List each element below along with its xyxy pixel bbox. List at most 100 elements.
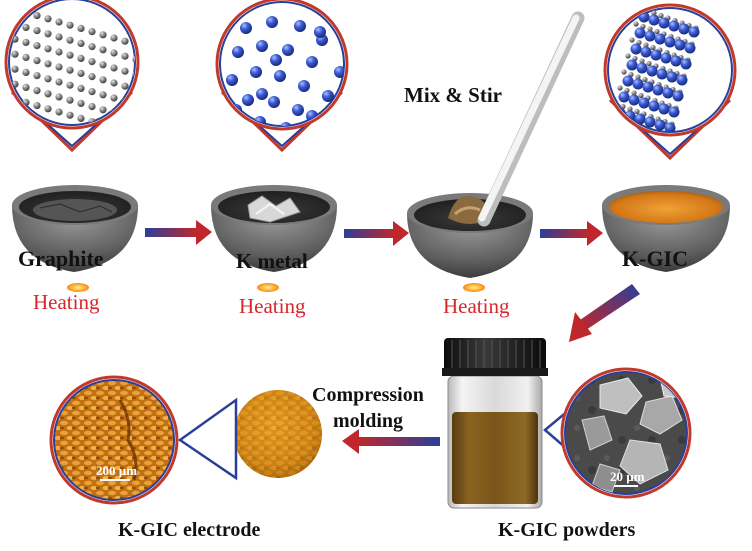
carbon-atom	[631, 90, 637, 96]
carbon-atom	[132, 115, 135, 124]
carbon-atom	[654, 28, 660, 35]
carbon-atom	[132, 161, 139, 168]
mix-bowl	[407, 193, 533, 278]
potassium-atom	[298, 80, 310, 92]
carbon-atom	[55, 33, 63, 41]
label-heating-3: Heating	[443, 294, 510, 318]
potassium-atom	[672, 90, 684, 102]
potassium-atom	[626, 59, 638, 71]
carbon-atom	[66, 36, 74, 44]
carbon-atom	[22, 113, 30, 121]
potassium-atom	[242, 94, 254, 106]
carbon-atom	[627, 106, 633, 112]
carbon-atom	[88, 148, 95, 155]
carbon-atom	[55, 18, 63, 26]
carbon-atom	[22, 83, 30, 91]
potassium-atom	[292, 104, 304, 116]
arrow-k-to-mix	[344, 221, 409, 246]
carbon-atom	[121, 82, 129, 90]
flame-icon	[463, 283, 485, 292]
carbon-atom	[658, 12, 664, 19]
carbon-atom	[22, 38, 30, 47]
carbon-atom	[88, 58, 96, 66]
potassium-atom	[680, 58, 692, 70]
carbon-atom	[77, 84, 85, 92]
carbon-atom	[121, 158, 128, 165]
flame-icon	[257, 283, 279, 292]
potassium-atom	[306, 56, 318, 68]
arrow-kgic-to-powder	[569, 284, 640, 342]
carbon-atom	[22, 68, 30, 76]
carbon-atom	[639, 58, 645, 64]
potassium-atom	[256, 40, 268, 52]
carbon-atom	[88, 73, 96, 81]
carbon-atom	[11, 65, 19, 73]
carbon-atom	[143, 74, 150, 81]
carbon-atom	[66, 21, 74, 29]
label-powders: K-GIC powders	[498, 519, 636, 541]
carbon-atom	[616, 119, 622, 126]
potassium-atom	[618, 91, 630, 103]
carbon-atom	[55, 108, 63, 116]
potassium-atom	[268, 96, 280, 108]
carbon-atom	[0, 2, 7, 9]
potassium-atom	[634, 113, 646, 125]
carbon-atom	[132, 146, 139, 153]
potassium-atom	[656, 68, 668, 80]
carbon-atom	[44, 15, 52, 23]
carbon-atom	[110, 139, 117, 146]
potassium-atom	[636, 62, 648, 74]
graphite-magnifier	[0, 0, 150, 168]
carbon-atom	[99, 46, 107, 54]
carbon-atom	[44, 30, 52, 38]
carbon-atom	[55, 93, 63, 101]
carbon-atom	[121, 37, 129, 45]
carbon-atom	[33, 42, 41, 50]
carbon-atom	[110, 154, 117, 161]
potassium-atom	[684, 42, 696, 54]
carbon-atom	[0, 17, 7, 24]
potassium-atom	[642, 81, 654, 93]
carbon-atom	[132, 55, 135, 64]
carbon-atom	[651, 10, 657, 16]
potassium-atom	[628, 94, 640, 106]
potassium-atom	[630, 43, 642, 55]
carbon-atom	[633, 21, 639, 27]
label-compression: Compression	[312, 384, 424, 406]
carbon-atom	[99, 106, 107, 114]
carbon-atom	[110, 79, 118, 87]
carbon-atom	[110, 49, 118, 57]
potassium-atom	[250, 66, 262, 78]
label-heating-1: Heating	[33, 290, 100, 314]
carbon-atom	[143, 89, 150, 96]
potassium-atom	[678, 23, 690, 35]
potassium-atom	[664, 122, 676, 132]
carbon-atom	[33, 72, 41, 80]
carbon-atom	[88, 88, 96, 96]
carbon-atom	[143, 134, 150, 141]
potassium-atom	[638, 97, 650, 109]
potassium-atom	[644, 30, 656, 42]
potassium-atom	[664, 36, 676, 48]
carbon-atom	[0, 107, 7, 114]
label-k-gic: K-GIC	[622, 246, 688, 271]
potassium-atom	[660, 52, 672, 64]
carbon-atom	[143, 104, 150, 111]
arrow-powder-to-electrode	[342, 429, 440, 454]
carbon-atom	[143, 59, 150, 66]
carbon-atom	[55, 78, 63, 86]
carbon-atom	[44, 135, 51, 142]
carbon-atom	[66, 51, 74, 59]
carbon-atom	[646, 60, 652, 67]
carbon-atom	[121, 143, 128, 150]
potassium-atom	[662, 87, 674, 99]
carbon-atom	[99, 76, 107, 84]
carbon-atom	[33, 102, 41, 110]
carbon-atom	[625, 53, 631, 59]
carbon-atom	[642, 76, 648, 83]
carbon-atom	[121, 52, 129, 60]
potassium-atom	[668, 106, 680, 118]
potassium-atom	[676, 74, 688, 86]
